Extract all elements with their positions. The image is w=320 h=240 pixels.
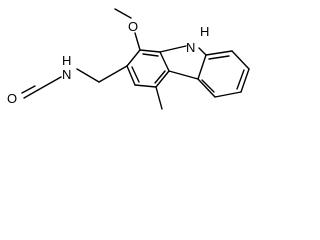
formyl-oxygen-label: O bbox=[7, 91, 17, 106]
ring-bond-c2-c3 bbox=[126, 65, 136, 86]
amide-nitrogen-label: N bbox=[62, 67, 71, 82]
c1-o-bond bbox=[134, 32, 141, 51]
ring-double-c8a-c8 bbox=[208, 55, 230, 60]
pyrrole-ring bbox=[159, 45, 207, 80]
ring-bond-c3-c4 bbox=[134, 84, 157, 88]
ring-bond-c9a-c1 bbox=[139, 49, 161, 53]
ring-bond-c5-c4b bbox=[197, 78, 216, 98]
ring-double-c5-c4b bbox=[201, 79, 215, 93]
indole-hydrogen-label: H bbox=[200, 24, 209, 39]
ring-bond-c4a-c9a bbox=[159, 51, 170, 72]
c8a-c4b-bond bbox=[197, 54, 207, 80]
ring-bond-c8a-c8 bbox=[205, 50, 233, 56]
formyl-c-n-bond bbox=[37, 76, 62, 91]
ring-double-c7-c6 bbox=[236, 69, 245, 90]
ring-double-c2-c3 bbox=[131, 66, 140, 83]
c4b-c4a-bond bbox=[168, 70, 199, 80]
ch2-ch2-bond bbox=[98, 65, 128, 83]
ethyl-linker bbox=[76, 65, 128, 83]
c9a-n9-bond bbox=[159, 45, 187, 53]
ring-double-c4-c4a bbox=[154, 70, 166, 84]
indole-nitrogen-label: N bbox=[186, 40, 195, 55]
ring-bond-c7-c6 bbox=[240, 68, 250, 93]
ring-bond-c1-c2 bbox=[126, 49, 141, 67]
chemical-structure-diagram: O N H O N H bbox=[7, 8, 250, 110]
ring-bond-c4-c4a bbox=[155, 70, 170, 88]
methoxy-group bbox=[114, 8, 141, 51]
ring-bond-c6-c5 bbox=[214, 91, 242, 98]
formyl-c-o-double-bond-outer bbox=[23, 89, 39, 99]
substituted-benzene-ring bbox=[126, 49, 170, 88]
formyl-group bbox=[21, 76, 62, 99]
n-ch2-bond bbox=[76, 68, 100, 83]
amide-hydrogen-label: H bbox=[62, 53, 71, 68]
ring-bond-c8-c7 bbox=[231, 50, 250, 70]
ring-double-c9a-c1 bbox=[142, 53, 159, 57]
n9-c8a-bond bbox=[198, 47, 207, 56]
benzene-ring bbox=[197, 50, 250, 98]
formyl-c-o-double-bond-inner bbox=[21, 85, 36, 94]
methoxy-oxygen-label: O bbox=[128, 19, 138, 34]
methyl-bond bbox=[155, 86, 163, 110]
o-ch3-bond bbox=[114, 8, 132, 19]
